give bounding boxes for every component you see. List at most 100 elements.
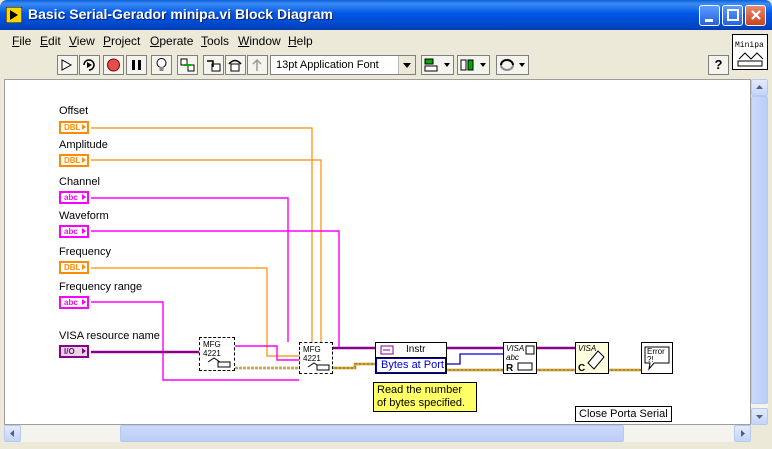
labview-app-icon xyxy=(6,7,22,23)
visa-close-graphic-icon xyxy=(587,350,605,370)
run-button[interactable] xyxy=(57,55,78,75)
visa-read-r: R xyxy=(506,363,514,374)
terminal-arrow-icon xyxy=(82,264,86,270)
wire-waveform xyxy=(91,230,340,348)
channel-type: abc xyxy=(64,193,78,202)
terminal-arrow-icon xyxy=(82,194,86,200)
align-objects-button[interactable] xyxy=(421,55,454,75)
terminal-arrow-icon xyxy=(82,157,86,163)
distribute-objects-button[interactable] xyxy=(457,55,490,75)
menu-view[interactable]: View xyxy=(69,34,95,48)
property-bytes-at-port[interactable]: Bytes at Port xyxy=(376,358,446,373)
align-icon xyxy=(424,58,450,72)
error-speech-bubble-icon xyxy=(644,346,670,371)
horizontal-scroll-thumb[interactable] xyxy=(120,425,624,442)
menu-window[interactable]: Window xyxy=(238,34,281,48)
offset-label: Offset xyxy=(59,105,89,117)
visa-resource-name-terminal[interactable]: I/O xyxy=(59,345,89,358)
step-over-button[interactable] xyxy=(225,55,246,75)
run-arrow-icon xyxy=(61,59,73,71)
terminal-arrow-icon xyxy=(82,228,86,234)
scroll-right-button[interactable] xyxy=(734,425,751,442)
menu-project[interactable]: Project xyxy=(103,34,141,48)
reorder-button[interactable] xyxy=(496,55,529,75)
run-continuously-icon xyxy=(83,59,95,71)
vertical-scrollbar[interactable] xyxy=(751,79,768,425)
toolbar: 13pt Application Font xyxy=(0,52,772,78)
waveform-terminal[interactable]: abc xyxy=(59,225,89,238)
vi-icon[interactable]: Minipa xyxy=(732,34,768,70)
visa-read-label: VISA abc xyxy=(506,344,524,362)
minimize-button[interactable] xyxy=(699,5,720,26)
property-node-prop: Bytes at Port xyxy=(381,359,444,371)
menu-tools[interactable]: Tools xyxy=(201,34,230,48)
amplitude-label: Amplitude xyxy=(59,139,108,151)
frequency-terminal[interactable]: DBL xyxy=(59,261,89,274)
visa-read-function[interactable]: VISA abc R xyxy=(503,342,537,374)
horizontal-scrollbar[interactable] xyxy=(4,425,751,442)
maximize-icon xyxy=(727,9,739,21)
frequency-range-type: abc xyxy=(64,298,78,307)
mfg-4221-init-subvi[interactable]: MFG 4221 xyxy=(199,337,235,371)
mfg1-label: MFG 4221 xyxy=(203,340,221,358)
visa-close-label: VISA xyxy=(578,344,597,353)
visa-resource-type: I/O xyxy=(64,347,75,356)
vertical-scroll-thumb[interactable] xyxy=(751,96,768,404)
mfg2-graphic-icon xyxy=(307,362,330,371)
retain-wire-icon xyxy=(180,58,195,72)
wire-bytes-at-port xyxy=(447,353,503,365)
help-tooltip: Read the number of bytes specified. xyxy=(373,382,477,412)
scroll-down-button[interactable] xyxy=(751,408,768,425)
simple-error-handler[interactable]: Error ?! xyxy=(641,342,673,374)
offset-terminal[interactable]: DBL xyxy=(59,121,89,134)
block-diagram-canvas[interactable]: Offset DBL Amplitude DBL Channel abc Wav… xyxy=(4,79,751,425)
scroll-corner xyxy=(751,425,768,442)
menu-operate[interactable]: Operate xyxy=(150,34,194,48)
wire-channel xyxy=(91,197,289,342)
close-icon xyxy=(751,10,761,20)
run-continuously-button[interactable] xyxy=(79,55,100,75)
pause-icon xyxy=(132,60,141,70)
visa-close-function[interactable]: VISA C xyxy=(575,342,609,374)
wire-offset xyxy=(91,127,313,342)
title-bar[interactable]: Basic Serial-Gerador minipa.vi Block Dia… xyxy=(0,0,772,30)
retain-wire-values-button[interactable] xyxy=(177,55,198,75)
property-node-header: Instr xyxy=(376,343,446,358)
channel-label: Channel xyxy=(59,176,100,188)
wire-mfg2-prop-error xyxy=(333,362,375,370)
highlight-execution-button[interactable] xyxy=(151,55,172,75)
offset-type: DBL xyxy=(64,123,81,132)
amplitude-terminal[interactable]: DBL xyxy=(59,154,89,167)
terminal-arrow-icon xyxy=(82,348,86,354)
waveform-type: abc xyxy=(64,227,78,236)
abort-button[interactable] xyxy=(103,55,124,75)
font-selector[interactable]: 13pt Application Font xyxy=(270,55,416,75)
step-out-icon xyxy=(252,58,262,71)
chevron-down-icon xyxy=(398,56,415,74)
frequency-label: Frequency xyxy=(59,246,111,258)
chevron-up-icon xyxy=(756,85,763,89)
channel-terminal[interactable]: abc xyxy=(59,191,89,204)
menu-help[interactable]: Help xyxy=(288,34,313,48)
frequency-range-terminal[interactable]: abc xyxy=(59,296,89,309)
scroll-left-button[interactable] xyxy=(4,425,21,442)
reorder-icon xyxy=(500,59,525,71)
menu-file[interactable]: File xyxy=(12,34,32,48)
distribute-icon xyxy=(460,59,486,71)
step-over-icon xyxy=(228,59,242,72)
visa-property-node[interactable]: Instr Bytes at Port xyxy=(375,342,447,374)
context-help-button[interactable]: ? xyxy=(708,55,729,75)
mfg2-label: MFG 4221 xyxy=(303,345,321,363)
refnum-icon xyxy=(380,345,394,355)
mfg-4221-config-subvi[interactable]: MFG 4221 xyxy=(299,342,333,374)
scroll-up-button[interactable] xyxy=(751,79,768,96)
stop-icon xyxy=(107,58,120,72)
close-button[interactable] xyxy=(745,5,766,26)
menu-edit[interactable]: Edit xyxy=(40,34,61,48)
step-out-button[interactable] xyxy=(247,55,268,75)
wire-amplitude xyxy=(91,159,322,342)
step-into-button[interactable] xyxy=(203,55,224,75)
wires-layer xyxy=(91,127,641,381)
maximize-button[interactable] xyxy=(722,5,743,26)
pause-button[interactable] xyxy=(126,55,147,75)
